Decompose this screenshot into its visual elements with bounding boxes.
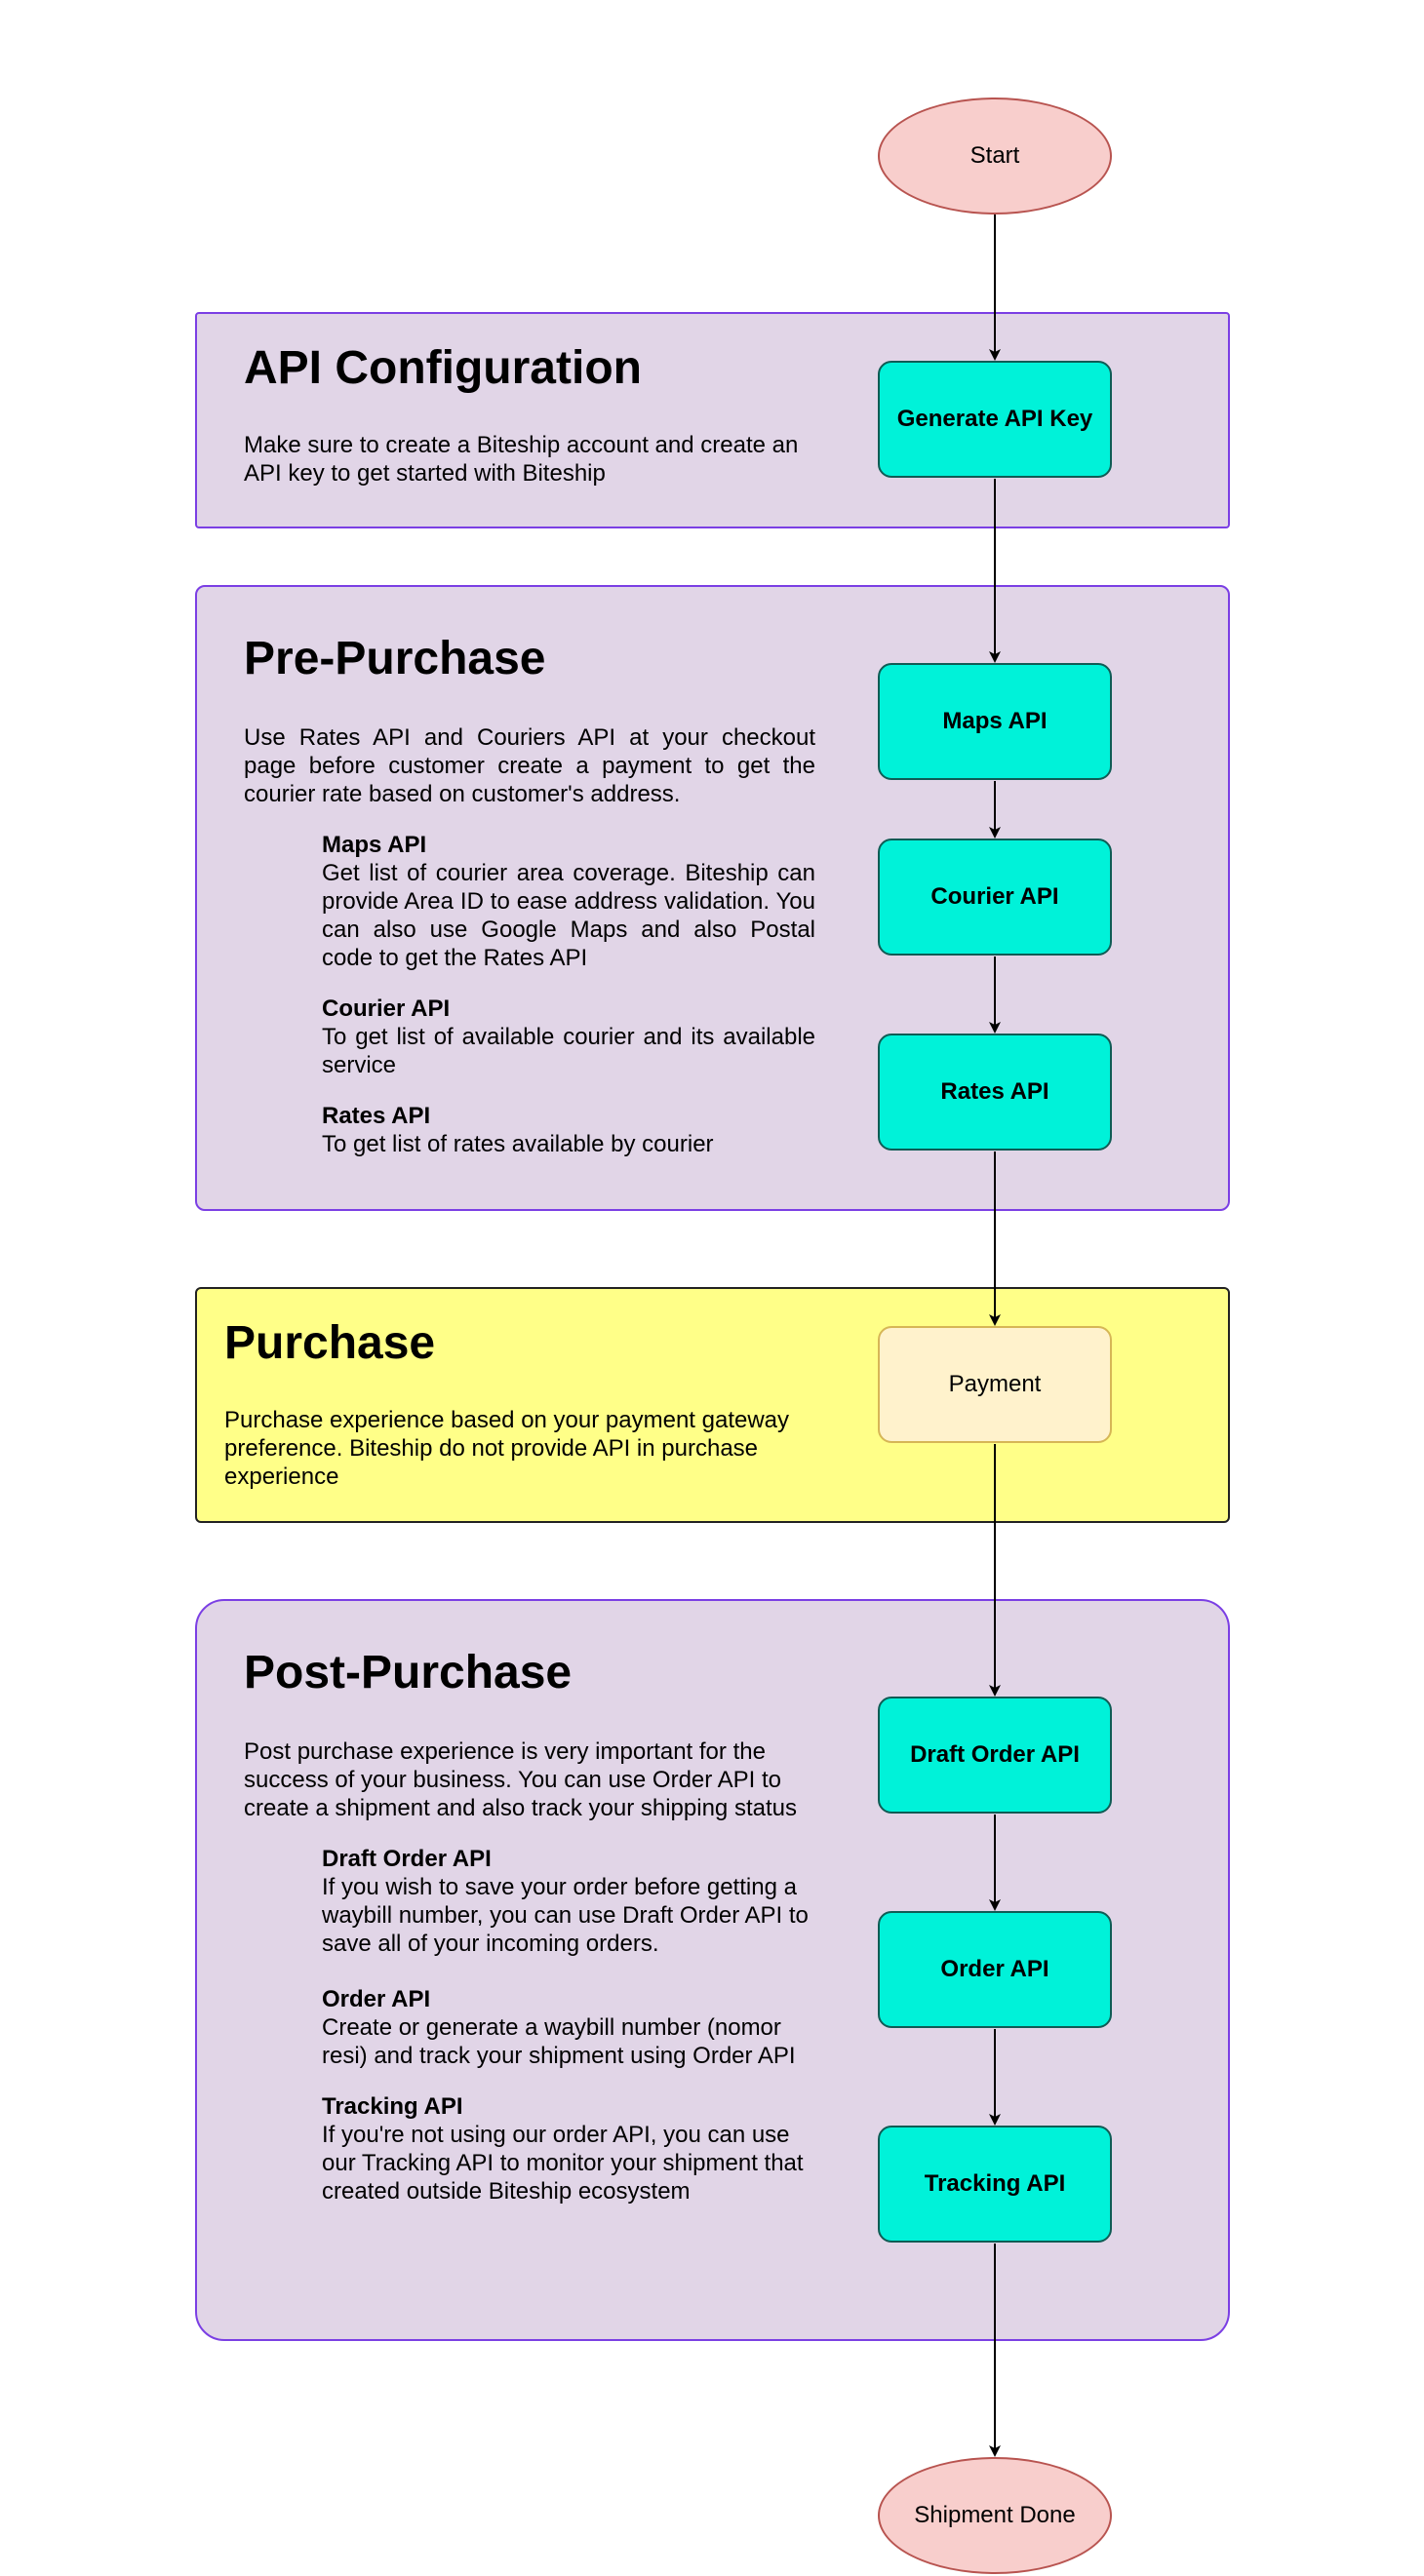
pre-purchase-item-text: To get list of rates available by courie… <box>322 1131 714 1157</box>
post-purchase-item-title: Draft Order API <box>322 1846 492 1872</box>
post-purchase-title: Post-Purchase <box>244 1647 573 1698</box>
pre-purchase-description: Use Rates API and Couriers API at your c… <box>244 724 815 807</box>
api-configuration-description: Make sure to create a Biteship account a… <box>244 432 799 487</box>
pre-purchase-item-maps-api: Maps API Get list of courier area covera… <box>322 831 815 972</box>
purchase-title: Purchase <box>224 1317 436 1369</box>
tracking-api-node[interactable]: Tracking API <box>878 2126 1112 2243</box>
pre-purchase-item-title: Maps API <box>322 832 427 858</box>
pre-purchase-item-title: Rates API <box>322 1103 431 1129</box>
pre-purchase-item-title: Courier API <box>322 995 451 1022</box>
post-purchase-description: Post purchase experience is very importa… <box>244 1738 797 1821</box>
post-purchase-item-title: Order API <box>322 1986 431 2012</box>
purchase-description: Purchase experience based on your paymen… <box>224 1407 790 1490</box>
post-purchase-item-tracking-api: Tracking API If you're not using our ord… <box>322 2092 819 2205</box>
generate-api-key-node[interactable]: Generate API Key <box>878 361 1112 478</box>
post-purchase-item-text: Create or generate a waybill number (nom… <box>322 2014 796 2069</box>
draft-order-api-node[interactable]: Draft Order API <box>878 1697 1112 1814</box>
pre-purchase-item-courier-api: Courier API To get list of available cou… <box>322 995 815 1079</box>
rates-api-node[interactable]: Rates API <box>878 1034 1112 1151</box>
api-configuration-title: API Configuration <box>244 342 642 394</box>
post-purchase-item-order-api: Order API Create or generate a waybill n… <box>322 1985 819 2070</box>
shipment-done-node[interactable]: Shipment Done <box>878 2457 1112 2574</box>
start-node[interactable]: Start <box>878 98 1112 215</box>
pre-purchase-item-rates-api: Rates API To get list of rates available… <box>322 1102 815 1158</box>
post-purchase-item-draft-order-api: Draft Order API If you wish to save your… <box>322 1845 819 1958</box>
post-purchase-item-text: If you wish to save your order before ge… <box>322 1874 809 1957</box>
pre-purchase-item-text: To get list of available courier and its… <box>322 1024 815 1078</box>
post-purchase-item-text: If you're not using our order API, you c… <box>322 2122 804 2205</box>
order-api-node[interactable]: Order API <box>878 1911 1112 2028</box>
maps-api-node[interactable]: Maps API <box>878 663 1112 780</box>
payment-node[interactable]: Payment <box>878 1326 1112 1443</box>
pre-purchase-title: Pre-Purchase <box>244 633 546 684</box>
pre-purchase-item-text: Get list of courier area coverage. Bites… <box>322 860 815 971</box>
courier-api-node[interactable]: Courier API <box>878 839 1112 956</box>
post-purchase-item-title: Tracking API <box>322 2093 463 2120</box>
